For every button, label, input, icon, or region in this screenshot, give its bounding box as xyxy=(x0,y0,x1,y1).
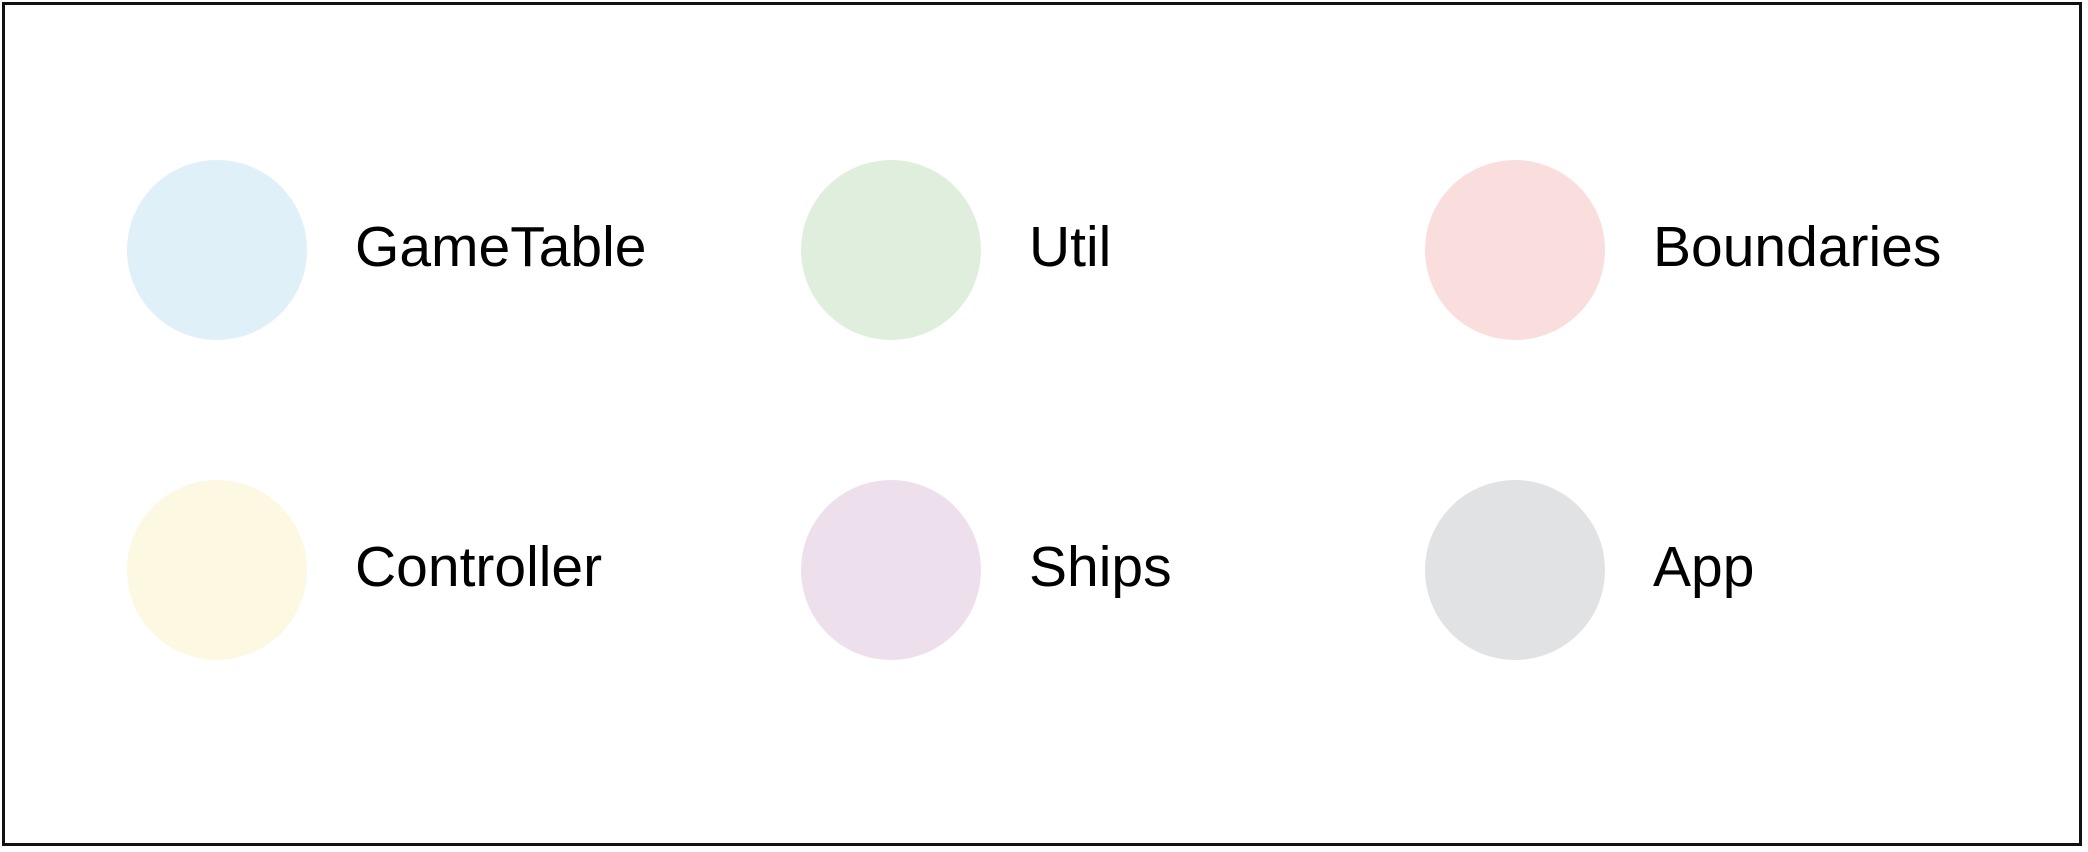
util-color-swatch xyxy=(801,160,981,340)
boundaries-color-swatch xyxy=(1425,160,1605,340)
legend-label: App xyxy=(1653,535,1755,599)
legend-label: Boundaries xyxy=(1653,215,1942,279)
gametable-color-swatch xyxy=(127,160,307,340)
legend-label: GameTable xyxy=(355,215,647,279)
legend-label: Controller xyxy=(355,535,603,599)
app-color-swatch xyxy=(1425,480,1605,660)
legend-label: Util xyxy=(1029,215,1112,279)
ships-color-swatch xyxy=(801,480,981,660)
legend-label: Ships xyxy=(1029,535,1172,599)
controller-color-swatch xyxy=(127,480,307,660)
